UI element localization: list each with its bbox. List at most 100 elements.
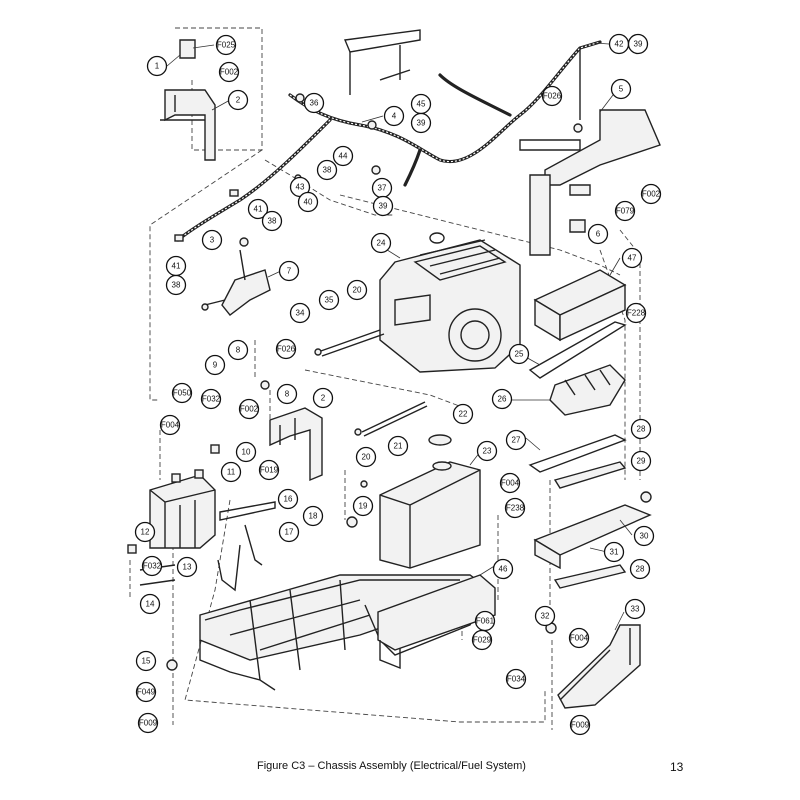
callout: 29	[630, 450, 652, 472]
svg-text:F061: F061	[476, 617, 495, 626]
svg-text:34: 34	[296, 309, 305, 318]
assembly-guide-lines	[129, 27, 641, 730]
svg-text:33: 33	[631, 605, 640, 614]
svg-text:F049: F049	[137, 688, 156, 697]
svg-text:24: 24	[377, 239, 386, 248]
callout: 44	[332, 145, 354, 167]
callout: 47	[621, 247, 643, 269]
engine	[379, 232, 521, 373]
callout: 38	[316, 159, 338, 181]
callout: 38	[165, 274, 187, 296]
callout: 34	[289, 302, 311, 324]
svg-text:27: 27	[512, 436, 521, 445]
callout: 12	[134, 521, 156, 543]
svg-text:28: 28	[637, 425, 646, 434]
callout: 22	[452, 403, 474, 425]
svg-text:2: 2	[321, 394, 326, 403]
svg-text:3: 3	[210, 236, 215, 245]
callout: 37	[371, 177, 393, 199]
callout: 7	[278, 260, 300, 282]
callout: F004	[499, 472, 521, 494]
svg-text:20: 20	[353, 286, 362, 295]
svg-text:20: 20	[362, 453, 371, 462]
svg-text:F026: F026	[543, 92, 562, 101]
svg-text:F004: F004	[161, 421, 180, 430]
callout: F034	[505, 668, 527, 690]
callout: 38	[261, 210, 283, 232]
callout: 2	[227, 89, 249, 111]
callout: 40	[297, 191, 319, 213]
callout: 16	[277, 488, 299, 510]
callout: 28	[630, 418, 652, 440]
callout: 36	[303, 92, 325, 114]
callout: F009	[569, 714, 591, 736]
svg-text:36: 36	[310, 99, 319, 108]
svg-text:19: 19	[359, 502, 368, 511]
svg-text:11: 11	[227, 468, 236, 477]
svg-text:F004: F004	[570, 634, 589, 643]
callout: F029	[471, 629, 493, 651]
svg-text:F032: F032	[202, 395, 221, 404]
callout: 14	[139, 593, 161, 615]
foam-block	[533, 269, 627, 342]
heat-shield-strips	[528, 321, 627, 473]
callout: F004	[568, 627, 590, 649]
callout: 39	[410, 112, 432, 134]
callout: F019	[258, 459, 280, 481]
callout: 1	[146, 55, 168, 77]
throttle-bracket	[204, 249, 271, 316]
svg-text:2: 2	[236, 96, 241, 105]
svg-text:F009: F009	[571, 721, 590, 730]
page-number: 13	[670, 760, 684, 774]
callout: 42	[608, 33, 630, 55]
svg-text:14: 14	[146, 600, 155, 609]
callout: F026	[541, 85, 563, 107]
svg-text:41: 41	[172, 262, 181, 271]
callout: F026	[275, 338, 297, 360]
callout: 3	[201, 229, 223, 251]
svg-text:21: 21	[394, 442, 403, 451]
svg-text:39: 39	[379, 202, 388, 211]
svg-text:45: 45	[417, 100, 426, 109]
svg-text:7: 7	[287, 267, 292, 276]
svg-text:F079: F079	[616, 207, 635, 216]
callout: 21	[387, 435, 409, 457]
callout: 28	[629, 558, 651, 580]
callout: 24	[370, 232, 392, 254]
callout: F049	[135, 681, 157, 703]
callout: 8	[276, 383, 298, 405]
battery-bracket-top	[160, 39, 216, 161]
callout: F228	[625, 302, 647, 324]
svg-text:47: 47	[628, 254, 637, 263]
svg-text:30: 30	[640, 532, 649, 541]
callout: 20	[346, 279, 368, 301]
svg-text:F002: F002	[220, 68, 239, 77]
svg-text:38: 38	[172, 281, 181, 290]
svg-text:25: 25	[515, 350, 524, 359]
svg-text:F238: F238	[506, 504, 525, 513]
svg-text:F050: F050	[173, 389, 192, 398]
callout: 9	[204, 354, 226, 376]
callout: 8	[227, 339, 249, 361]
callout: 41	[165, 255, 187, 277]
callout: 17	[278, 521, 300, 543]
callout: F238	[504, 497, 526, 519]
callout: 20	[355, 446, 377, 468]
callout: 19	[352, 495, 374, 517]
svg-text:F025: F025	[217, 41, 236, 50]
svg-text:43: 43	[296, 183, 305, 192]
mount-plate-lower	[553, 564, 627, 589]
svg-text:42: 42	[615, 40, 624, 49]
callout: 11	[220, 461, 242, 483]
svg-text:12: 12	[141, 528, 150, 537]
callout: 4	[383, 105, 405, 127]
callout: 2	[312, 387, 334, 409]
svg-text:17: 17	[285, 528, 294, 537]
frame-crossmember-top	[344, 29, 421, 95]
callout: F002	[640, 183, 662, 205]
callout: 39	[372, 195, 394, 217]
fuel-lines	[314, 329, 428, 437]
fuel-tank	[379, 434, 481, 569]
svg-text:10: 10	[242, 448, 251, 457]
callout: 30	[633, 525, 655, 547]
